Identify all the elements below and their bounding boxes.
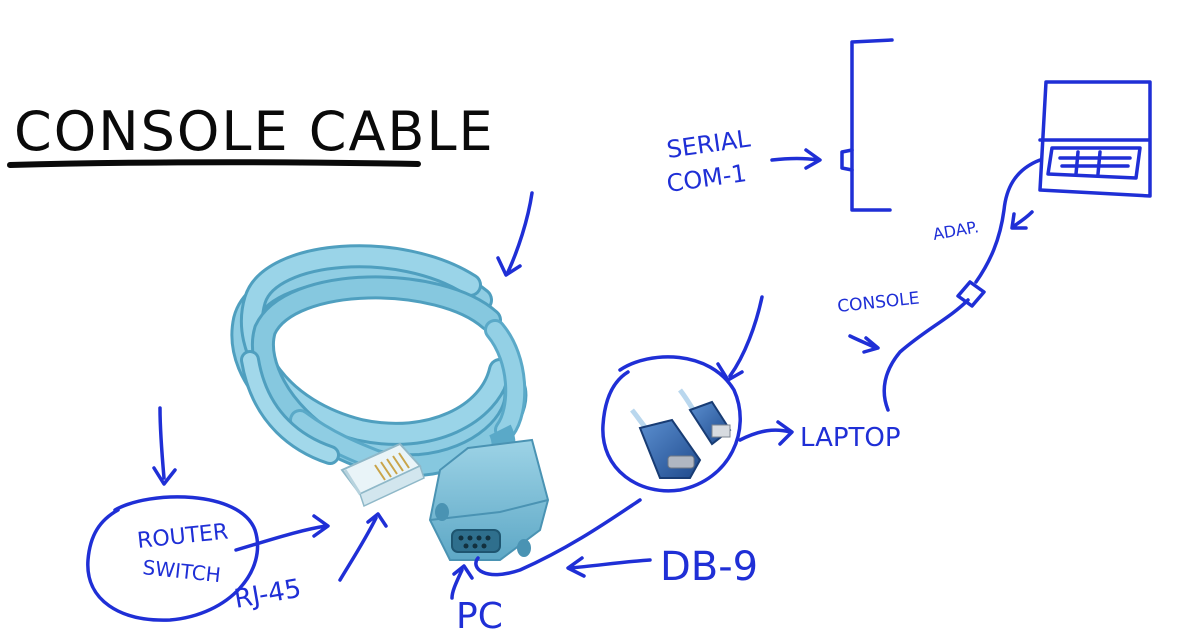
db9-arrow (566, 556, 652, 578)
laptop-to-console-wire (882, 298, 970, 412)
label-rj45: RJ-45 (232, 574, 303, 615)
console-connector-box (956, 280, 986, 308)
page-title: CONSOLE CABLE (14, 100, 495, 163)
console-cable-image (230, 244, 550, 561)
db9-to-adapter-wire (474, 498, 642, 577)
pc-serial-port-sketch (840, 148, 854, 172)
rj45-connector (340, 442, 425, 508)
router-to-rj45-arrow (234, 514, 330, 552)
label-com1: COM-1 (665, 159, 748, 198)
cable-coils (230, 244, 528, 481)
label-router: ROUTER (136, 520, 229, 554)
ink-annotations (86, 38, 1152, 622)
cable-pointer-arrow (496, 191, 534, 277)
router-switch-circle (86, 495, 260, 622)
router-down-arrow (152, 406, 177, 486)
label-switch: SWITCH (141, 555, 222, 587)
pc-tower-sketch (850, 38, 894, 212)
label-db9: DB-9 (660, 544, 758, 590)
label-pc: PC (456, 596, 503, 637)
label-laptop: LAPTOP (800, 423, 901, 453)
title-underline (7, 159, 421, 168)
usb-serial-adapter-image (630, 388, 732, 479)
label-serial: SERIAL (665, 124, 753, 163)
laptop-sketch (1038, 80, 1152, 198)
db9-connector-cable (428, 424, 550, 561)
adap-arrow (1010, 210, 1034, 230)
console-small-arrow (848, 334, 880, 354)
adapter-circle (601, 355, 742, 493)
serial-arrow (770, 148, 822, 170)
label-adap: ADAP. (931, 217, 980, 244)
laptop-arrow (738, 420, 794, 446)
label-console: CONSOLE (836, 288, 920, 316)
connector-to-laptop-wire (974, 158, 1042, 284)
pc-up-arrow (450, 564, 474, 600)
rj45-up-arrow (338, 512, 388, 582)
adapter-pointer-arrow (716, 295, 764, 382)
laptop-keyboard-sketch (1046, 146, 1142, 180)
